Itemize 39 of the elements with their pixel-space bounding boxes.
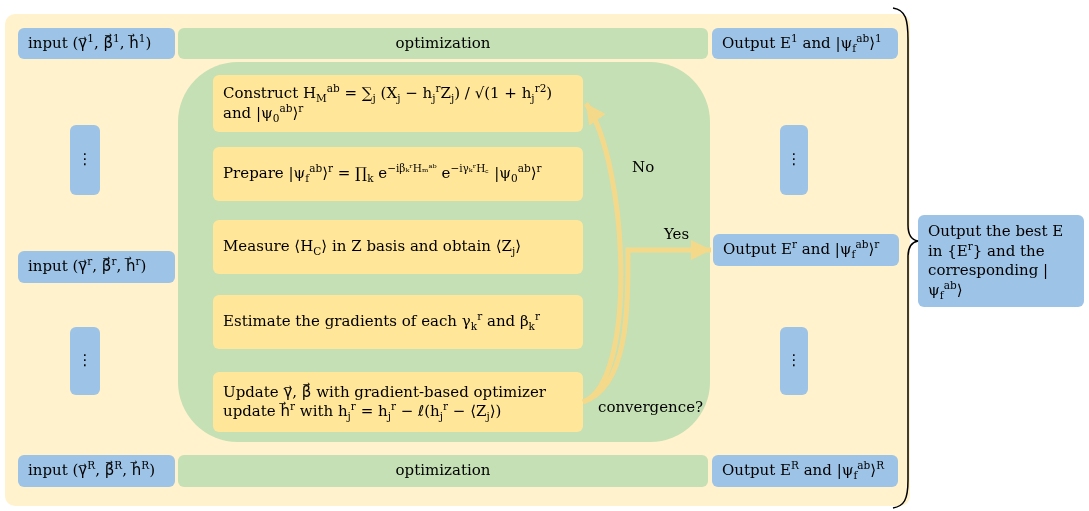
output-box	[18, 28, 175, 59]
box-text: Output E$^{R}$ and |ψ$_{f}$$^{ab}$⟩$^{R}$	[722, 461, 886, 481]
ellipsis-text: ⋮	[786, 351, 802, 371]
box-text: input (γ⃗$^{1}$, β⃗$^{1}$, h⃗$^{1}$)	[28, 33, 153, 54]
output-box	[713, 234, 899, 266]
ellipsis-text: ⋮	[77, 150, 93, 170]
step-box	[213, 295, 583, 349]
step-box	[213, 75, 583, 132]
step-box	[213, 147, 583, 201]
output-box	[918, 215, 1084, 307]
step-text: update h⃗$^{r}$ with h$_{j}$$^{r}$ = h$_{j}$$^{r}$ − ℓ(h$_{j}$$^{r}$ − ⟨Z$_{j}$⟩)	[223, 402, 503, 422]
stage-bar	[178, 28, 708, 59]
box-text: Output E$^{1}$ and |ψ$_{f}$$^{ab}$⟩$^{1}$	[722, 33, 883, 54]
ellipsis-box	[780, 125, 808, 195]
step-box	[213, 220, 583, 274]
stage-bar	[178, 455, 708, 487]
output-box	[18, 251, 175, 283]
step-text: Update γ⃗, β⃗ with gradient-based optimizer	[223, 382, 547, 401]
bar-text: optimization	[395, 461, 491, 481]
note-text: convergence?	[598, 398, 704, 416]
box-text: input (γ⃗$^{R}$, β⃗$^{R}$, h⃗$^{R}$)	[28, 461, 156, 481]
ellipsis-box	[780, 327, 808, 395]
ellipsis-text: ⋮	[786, 150, 802, 170]
step-text: Construct H$_{M}$$^{ab}$ = ∑$_{j}$ (X$_{j}$ − h$_{j}$$^{r}$Z$_{j}$) / √(1 + h$_{j}$$^{r2}$) and |ψ$_{0}$$^{ab}$⟩$^{r}$	[223, 84, 554, 123]
box-text: Output E$^{r}$ and |ψ$_{f}$$^{ab}$⟩$^{r}$	[723, 240, 881, 260]
output-box	[712, 28, 898, 59]
arrow	[581, 240, 711, 405]
step-box	[213, 372, 583, 432]
ellipsis-text: ⋮	[77, 351, 93, 371]
step-text: Prepare |ψ$_{f}$$^{ab}$⟩$^{r}$ = ∏$_{k}$ e$^{−iβₖʳHₘᵃᵇ}$ e$^{−iγₖʳH꜀}$ |ψ$_{0}$$^{ab}$⟩$^{r}$	[223, 164, 543, 184]
output-box	[18, 455, 175, 487]
bar-text: optimization	[395, 33, 491, 54]
output-box	[712, 455, 898, 487]
ellipsis-box	[70, 327, 100, 395]
ellipsis-box	[70, 125, 100, 195]
box-text: Output the best E in {E$^{r}$} and the corresponding |ψ$_{f}$$^{ab}$⟩	[928, 222, 1065, 300]
step-text: Measure ⟨H$_{C}$⟩ in Z basis and obtain ⟨Z$_{j}$⟩	[223, 237, 523, 257]
box-text: input (γ⃗$^{r}$, β⃗$^{r}$, h⃗$^{r}$)	[28, 257, 148, 277]
loop-panel	[178, 62, 710, 442]
